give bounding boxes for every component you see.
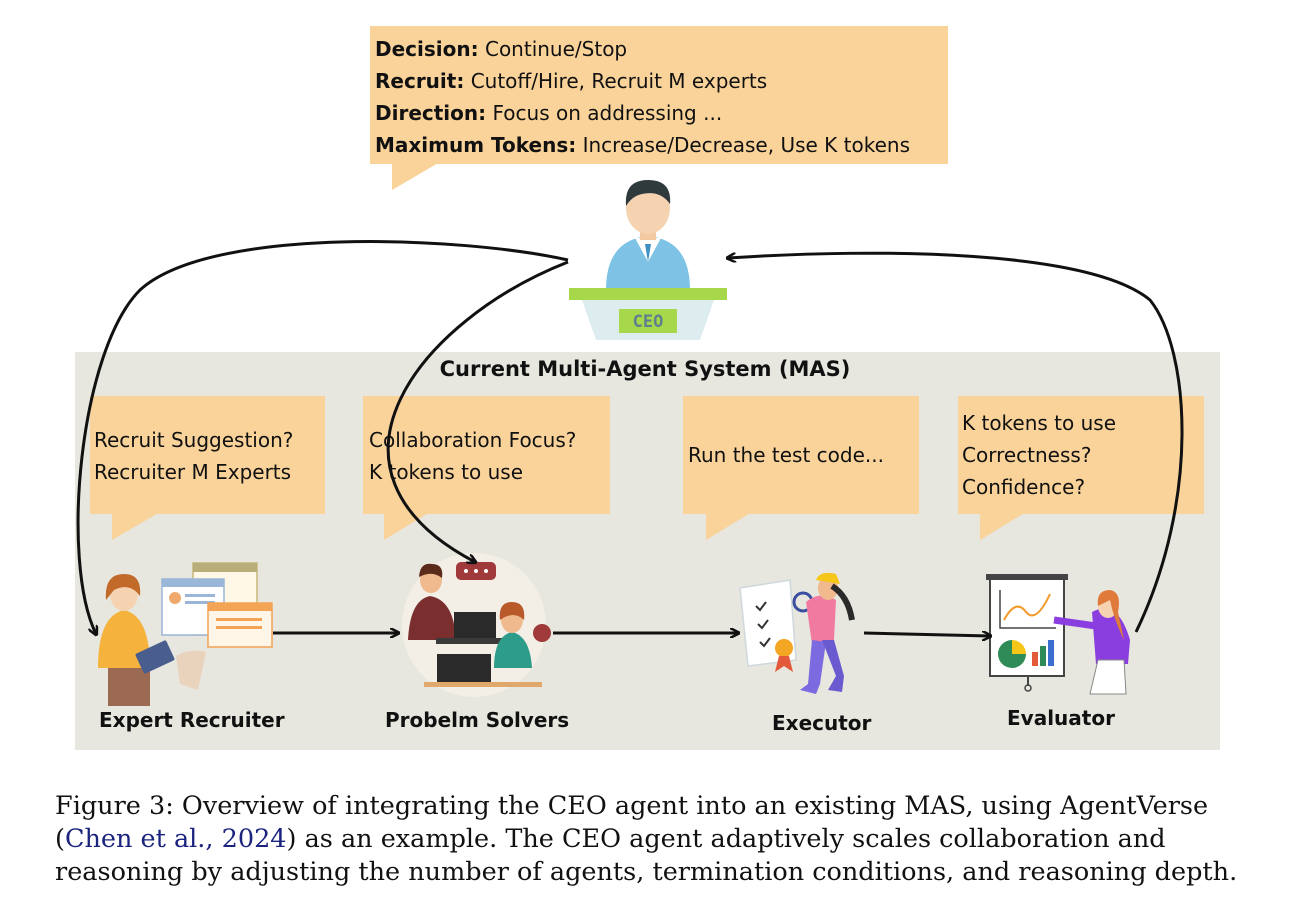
- mas-title: Current Multi-Agent System (MAS): [439, 357, 851, 381]
- recruiter-bubble-line: Recruiter M Experts: [94, 460, 292, 484]
- recruiter-speech-bubble: Recruit Suggestion? Recruiter M Experts: [90, 396, 325, 514]
- ceo-recruit-line: Recruit: Cutoff/Hire, Recruit M experts: [375, 69, 768, 93]
- executor-speech-bubble: Run the test code...: [683, 396, 919, 514]
- ceo-decision-line: Decision: Continue/Stop: [375, 37, 628, 61]
- ceo-arrow-to-recruiter: [76, 240, 569, 634]
- flow-arrow-executor-to-evaluator: [863, 633, 990, 636]
- recruiter-bubble-line: Recruit Suggestion?: [94, 428, 294, 452]
- caption-line: reasoning by adjusting the number of age…: [55, 857, 1238, 887]
- ceo-avatar-icon: [569, 180, 727, 340]
- ceo-speech-bubble: Decision: Continue/Stop Recruit: Cutoff/…: [370, 26, 948, 164]
- expert-recruiter-icon: [98, 562, 273, 706]
- solvers-bubble-line: Collaboration Focus?: [369, 428, 577, 452]
- ceo-arrow-to-solvers: [386, 260, 569, 562]
- executor-icon: [739, 572, 855, 694]
- agent-label-executor: Executor: [772, 711, 872, 735]
- citation-link[interactable]: Chen et al., 2024: [64, 824, 287, 854]
- ceo-direction-line: Direction: Focus on addressing ...: [375, 101, 723, 125]
- evaluator-speech-bubble: K tokens to use Correctness? Confidence?: [958, 396, 1204, 514]
- agent-label-problem-solvers: Probelm Solvers: [385, 708, 570, 732]
- evaluator-icon: [986, 574, 1130, 695]
- executor-bubble-tail: [706, 512, 752, 540]
- figure-caption: Figure 3: Overview of integrating the CE…: [55, 790, 1245, 889]
- ceo-badge-label: CEO: [633, 312, 664, 332]
- agent-label-expert-recruiter: Expert Recruiter: [99, 708, 285, 732]
- ceo-tokens-line: Maximum Tokens: Increase/Decrease, Use K…: [375, 133, 910, 157]
- executor-bubble-line: Run the test code...: [688, 443, 884, 467]
- evaluator-bubble-line: Confidence?: [962, 475, 1086, 499]
- caption-line: Figure 3: Overview of integrating the CE…: [55, 791, 1209, 821]
- problem-solvers-icon: [402, 553, 551, 697]
- recruiter-bubble-tail: [112, 512, 160, 540]
- agent-label-evaluator: Evaluator: [1007, 706, 1115, 730]
- evaluator-bubble-line: Correctness?: [962, 443, 1092, 467]
- evaluator-arrow-to-ceo: [728, 251, 1184, 633]
- evaluator-bubble-line: K tokens to use: [962, 411, 1117, 435]
- solvers-speech-bubble: Collaboration Focus? K tokens to use: [363, 396, 610, 514]
- evaluator-bubble-tail: [980, 512, 1026, 540]
- caption-line: (Chen et al., 2024) as an example. The C…: [55, 824, 1166, 854]
